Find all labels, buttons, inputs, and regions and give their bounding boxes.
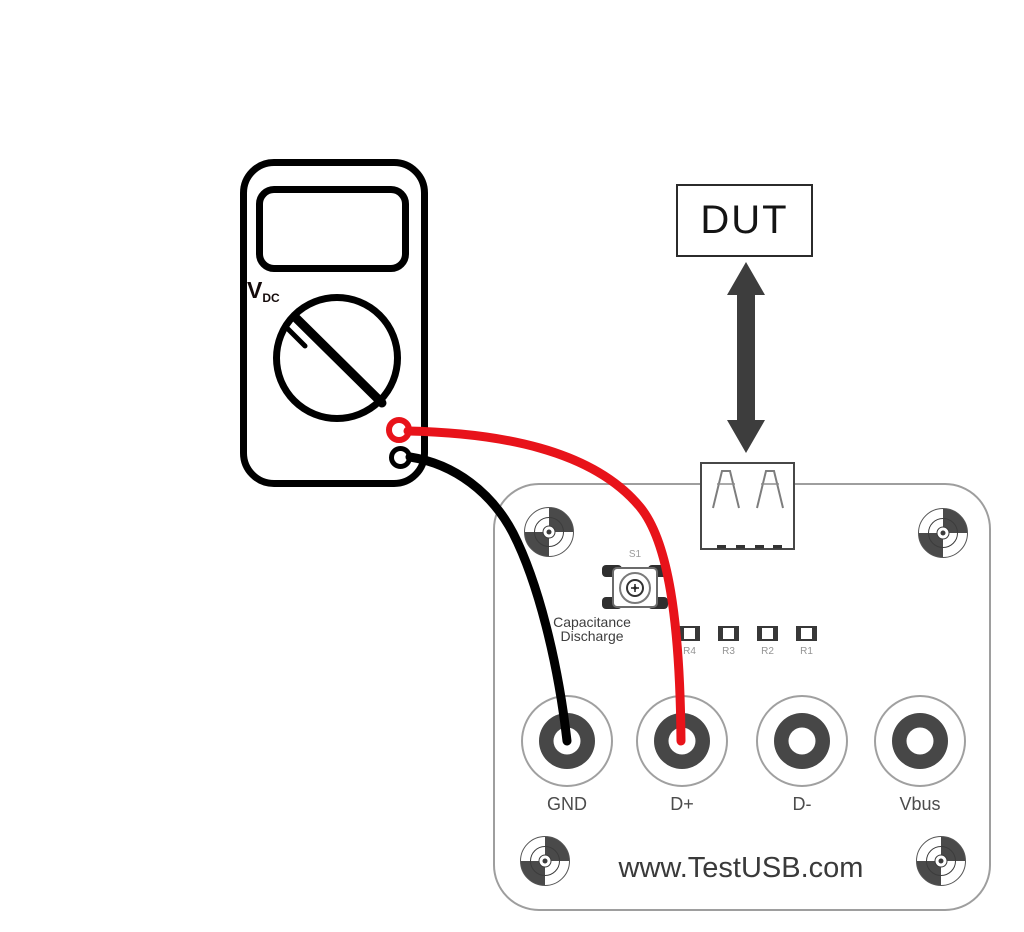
terminal-vbus (874, 695, 966, 787)
meter-rotary-dial (273, 294, 401, 422)
meter-mode-label: VDC (247, 277, 280, 305)
resistor-refdes: R1 (800, 646, 813, 657)
terminal-dplus (636, 695, 728, 787)
fiducial-mark (916, 836, 966, 886)
fiducial-dot (940, 530, 946, 536)
terminal-label-dminus: D- (792, 794, 812, 814)
fiducial-dot (938, 858, 944, 864)
switch-refdes: S1 (628, 549, 642, 560)
fiducial-ring (928, 518, 958, 548)
resistor-chip (796, 626, 817, 641)
meter-negative-jack (389, 446, 412, 469)
fiducial-mark (520, 836, 570, 886)
fiducial-ring (926, 846, 956, 876)
meter-positive-jack (386, 417, 412, 443)
terminal-label-gnd: GND (547, 794, 587, 814)
resistor-refdes: R3 (722, 646, 735, 657)
switch-caption: Capacitance Discharge (544, 615, 640, 643)
terminal-hole (788, 727, 816, 755)
resistor-chip (679, 626, 700, 641)
switch-button (626, 579, 644, 597)
dut-box: DUT (676, 184, 813, 257)
terminal-label-vbus: Vbus (899, 794, 941, 814)
meter-mode-subscript: DC (262, 291, 280, 305)
terminal-dminus (756, 695, 848, 787)
resistor-refdes: R2 (761, 646, 774, 657)
multimeter-display (256, 186, 409, 272)
terminal-gnd (521, 695, 613, 787)
terminal-hole (668, 727, 696, 755)
switch-caption-line2: Discharge (560, 628, 624, 644)
fiducial-dot (542, 858, 548, 864)
dut-label: DUT (700, 198, 789, 242)
fiducial-mark (524, 507, 574, 557)
terminal-hole (553, 727, 581, 755)
switch-caption-line1: Capacitance (553, 614, 631, 630)
fiducial-mark (918, 508, 968, 558)
resistor-chip (757, 626, 778, 641)
dut-connection-arrow (727, 262, 765, 453)
meter-mode-letter: V (247, 277, 263, 303)
terminal-hole (906, 727, 934, 755)
resistor-chip (718, 626, 739, 641)
usb-receptacle (700, 462, 795, 550)
board-website-text: www.TestUSB.com (618, 852, 864, 884)
resistor-refdes: R4 (683, 646, 696, 657)
fiducial-ring (530, 846, 560, 876)
terminal-label-dplus: D+ (670, 794, 694, 814)
fiducial-dot (546, 529, 552, 535)
